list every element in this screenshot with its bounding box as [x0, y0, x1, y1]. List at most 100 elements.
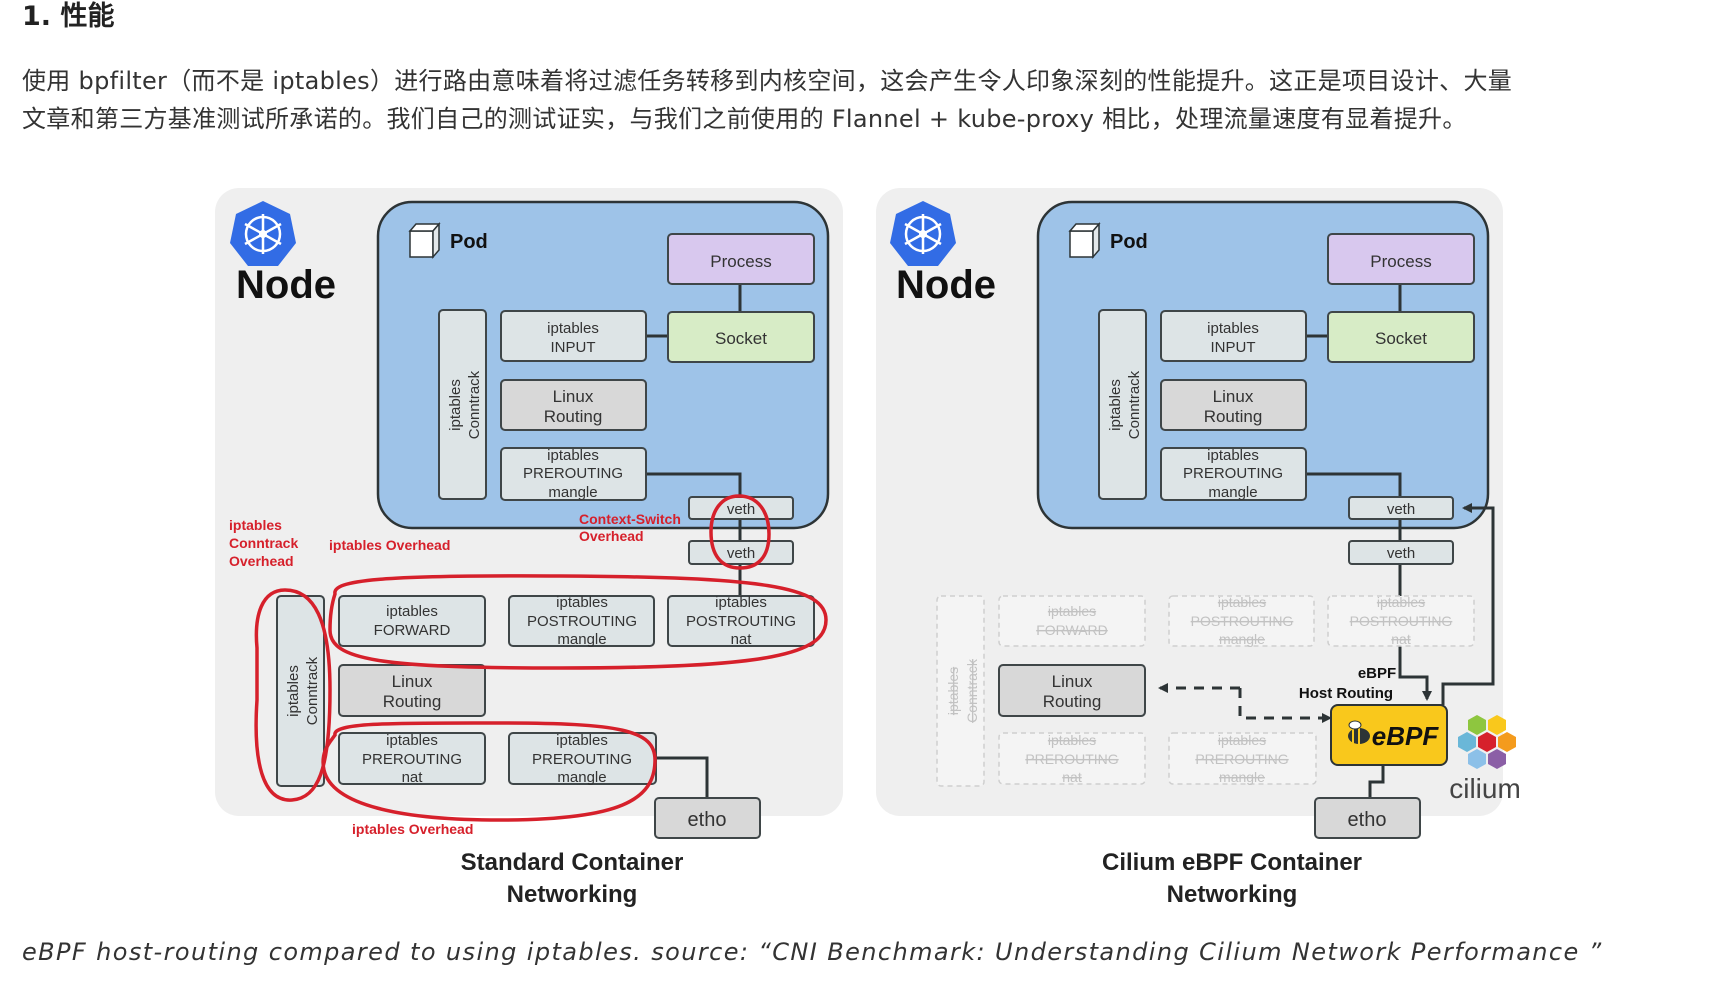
prerouting-nat-line3: nat [402, 769, 424, 786]
prerouting-mangle-pod-line1: iptables [547, 447, 599, 464]
socket-text: Socket [1375, 329, 1427, 348]
iptables-conntrack-pod-box [438, 309, 487, 500]
right-title-line2: Networking [1167, 881, 1298, 908]
iptables-input-line2: INPUT [1211, 339, 1256, 356]
section-heading: 1. 性能 [22, 1, 115, 32]
ghost-prerouting-nat-line1: iptables [1048, 732, 1096, 748]
eth-box [1314, 797, 1421, 839]
eth-text: etho [1348, 809, 1387, 831]
figure-caption: eBPF host-routing compared to using ipta… [22, 938, 1603, 966]
conntrack-pod-line2: Conntrack [466, 370, 483, 439]
right-title-line1: Cilium eBPF Container [1102, 849, 1362, 876]
ebpf-eth-link [1368, 764, 1385, 798]
ebpf-to-veth-arrow [1441, 503, 1495, 705]
linux-routing-pod-line2: Routing [544, 407, 603, 426]
annot-overhead-top: iptables Overhead [329, 537, 450, 553]
conntrack-pod-line1: iptables [447, 379, 464, 431]
ghost-prerouting-mangle-box [1168, 732, 1317, 785]
prerouting-overhead-circle [321, 721, 657, 822]
intro-paragraph: 使用 bpfilter（而不是 iptables）进行路由意味着将过滤任务转移到… [22, 62, 1702, 138]
eth-text: etho [688, 809, 727, 831]
kubernetes-wheel-icon [890, 201, 956, 266]
conntrack-host-line1: iptables [285, 665, 302, 717]
standard-networking-panel: Node Pod Process Socket iptables INPUT L… [215, 188, 843, 908]
ghost-conntrack-line1: iptables [945, 667, 961, 715]
cilium-ebpf-panel: Node Pod Process Socket iptables INPUT L… [876, 188, 1521, 908]
ghost-prerouting-mangle-line3: mangle [1219, 769, 1265, 785]
veth-host-text: veth [727, 545, 755, 562]
postrouting-overhead-circle [328, 574, 828, 670]
socket-box [1327, 311, 1475, 363]
postrouting-mangle-line2: POSTROUTING [527, 613, 637, 630]
bee-icon [1348, 720, 1370, 744]
iptables-forward-box [338, 595, 486, 647]
forward-line1: iptables [386, 603, 438, 620]
cube-icon [1068, 221, 1101, 260]
cilium-label: cilium [1449, 773, 1521, 804]
postrouting-mangle-line3: mangle [557, 631, 606, 648]
conntrack-overhead-circle [254, 588, 332, 802]
veth-pod-text: veth [727, 501, 755, 518]
iptables-input-line1: iptables [1207, 320, 1259, 337]
left-title-line2: Networking [507, 881, 638, 908]
annot-context-line2: Overhead [579, 528, 644, 544]
prerouting-nat-line2: PREROUTING [362, 751, 462, 768]
postrouting-nat-line3: nat [731, 631, 753, 648]
ghost-postrouting-nat-box [1327, 595, 1475, 647]
paragraph-line-2: 文章和第三方基准测试所承诺的。我们自己的测试证实，与我们之前使用的 Flanne… [22, 105, 1467, 133]
prerouting-mangle-pod-line3: mangle [548, 484, 597, 501]
iptables-conntrack-pod-box [1098, 309, 1147, 500]
pod-label: Pod [1110, 231, 1148, 253]
node-label: Node [896, 263, 996, 307]
ebpf-logo-text: eBPF [1372, 721, 1440, 751]
ghost-prerouting-nat-line3: nat [1062, 769, 1082, 785]
prerouting-mangle-pod-line2: PREROUTING [1183, 465, 1283, 482]
prerouting-mangle-pod-line1: iptables [1207, 447, 1259, 464]
process-box [1327, 233, 1475, 285]
ghost-prerouting-nat-box [998, 732, 1146, 785]
ebpf-host-routing-line2: Host Routing [1299, 685, 1393, 702]
prerouting-mangle-pod-line2: PREROUTING [523, 465, 623, 482]
linux-routing-host-box [998, 664, 1146, 717]
eth-box [654, 797, 761, 839]
ghost-prerouting-nat-line2: PREROUTING [1025, 751, 1118, 767]
ghost-postrouting-mangle-line2: POSTROUTING [1191, 613, 1294, 629]
iptables-conntrack-host-box [276, 595, 325, 787]
cilium-hexagon-icon [1458, 715, 1516, 769]
process-text: Process [710, 252, 771, 271]
pod-label: Pod [450, 231, 488, 253]
veth-pod-text: veth [1387, 501, 1415, 518]
iptables-input-line1: iptables [547, 320, 599, 337]
conntrack-pod-line2: Conntrack [1126, 370, 1143, 439]
ghost-conntrack-line2: Conntrack [964, 658, 980, 723]
iptables-prerouting-nat-box [338, 732, 486, 785]
process-box [667, 233, 815, 285]
ghost-postrouting-mangle-line3: mangle [1219, 631, 1265, 647]
linux-routing-pod-box [500, 379, 647, 431]
annot-conntrack-line3: Overhead [229, 553, 294, 569]
context-switch-circle [709, 494, 771, 570]
linux-routing-pod-line1: Linux [553, 387, 594, 406]
prerouting-nat-line1: iptables [386, 732, 438, 749]
ebpf-host-routing-line1: eBPF [1358, 665, 1396, 682]
iptables-prerouting-mangle-pod-box [1160, 447, 1307, 501]
ghost-postrouting-nat-line1: iptables [1377, 594, 1425, 610]
veth-pod-box [1348, 496, 1454, 520]
ghost-forward-line1: iptables [1048, 603, 1096, 619]
ghost-postrouting-nat-line2: POSTROUTING [1350, 613, 1453, 629]
postrouting-nat-line2: POSTROUTING [686, 613, 796, 630]
prerouting-mangle-host-line1: iptables [556, 732, 608, 749]
socket-box [667, 311, 815, 363]
annot-context-line1: Context-Switch [579, 511, 681, 527]
ebpf-box [1330, 704, 1448, 766]
ghost-conntrack-box [936, 595, 985, 787]
ghost-postrouting-mangle-line1: iptables [1218, 594, 1266, 610]
ghost-forward-box [998, 595, 1146, 647]
routing-to-ebpf-dashed-arrow [1238, 688, 1332, 723]
veth-host-box [1348, 540, 1454, 565]
iptables-input-box [500, 310, 647, 362]
left-title-line1: Standard Container [461, 849, 684, 876]
prerouting-mangle-host-line2: PREROUTING [532, 751, 632, 768]
prerouting-mangle-host-line3: mangle [557, 769, 606, 786]
